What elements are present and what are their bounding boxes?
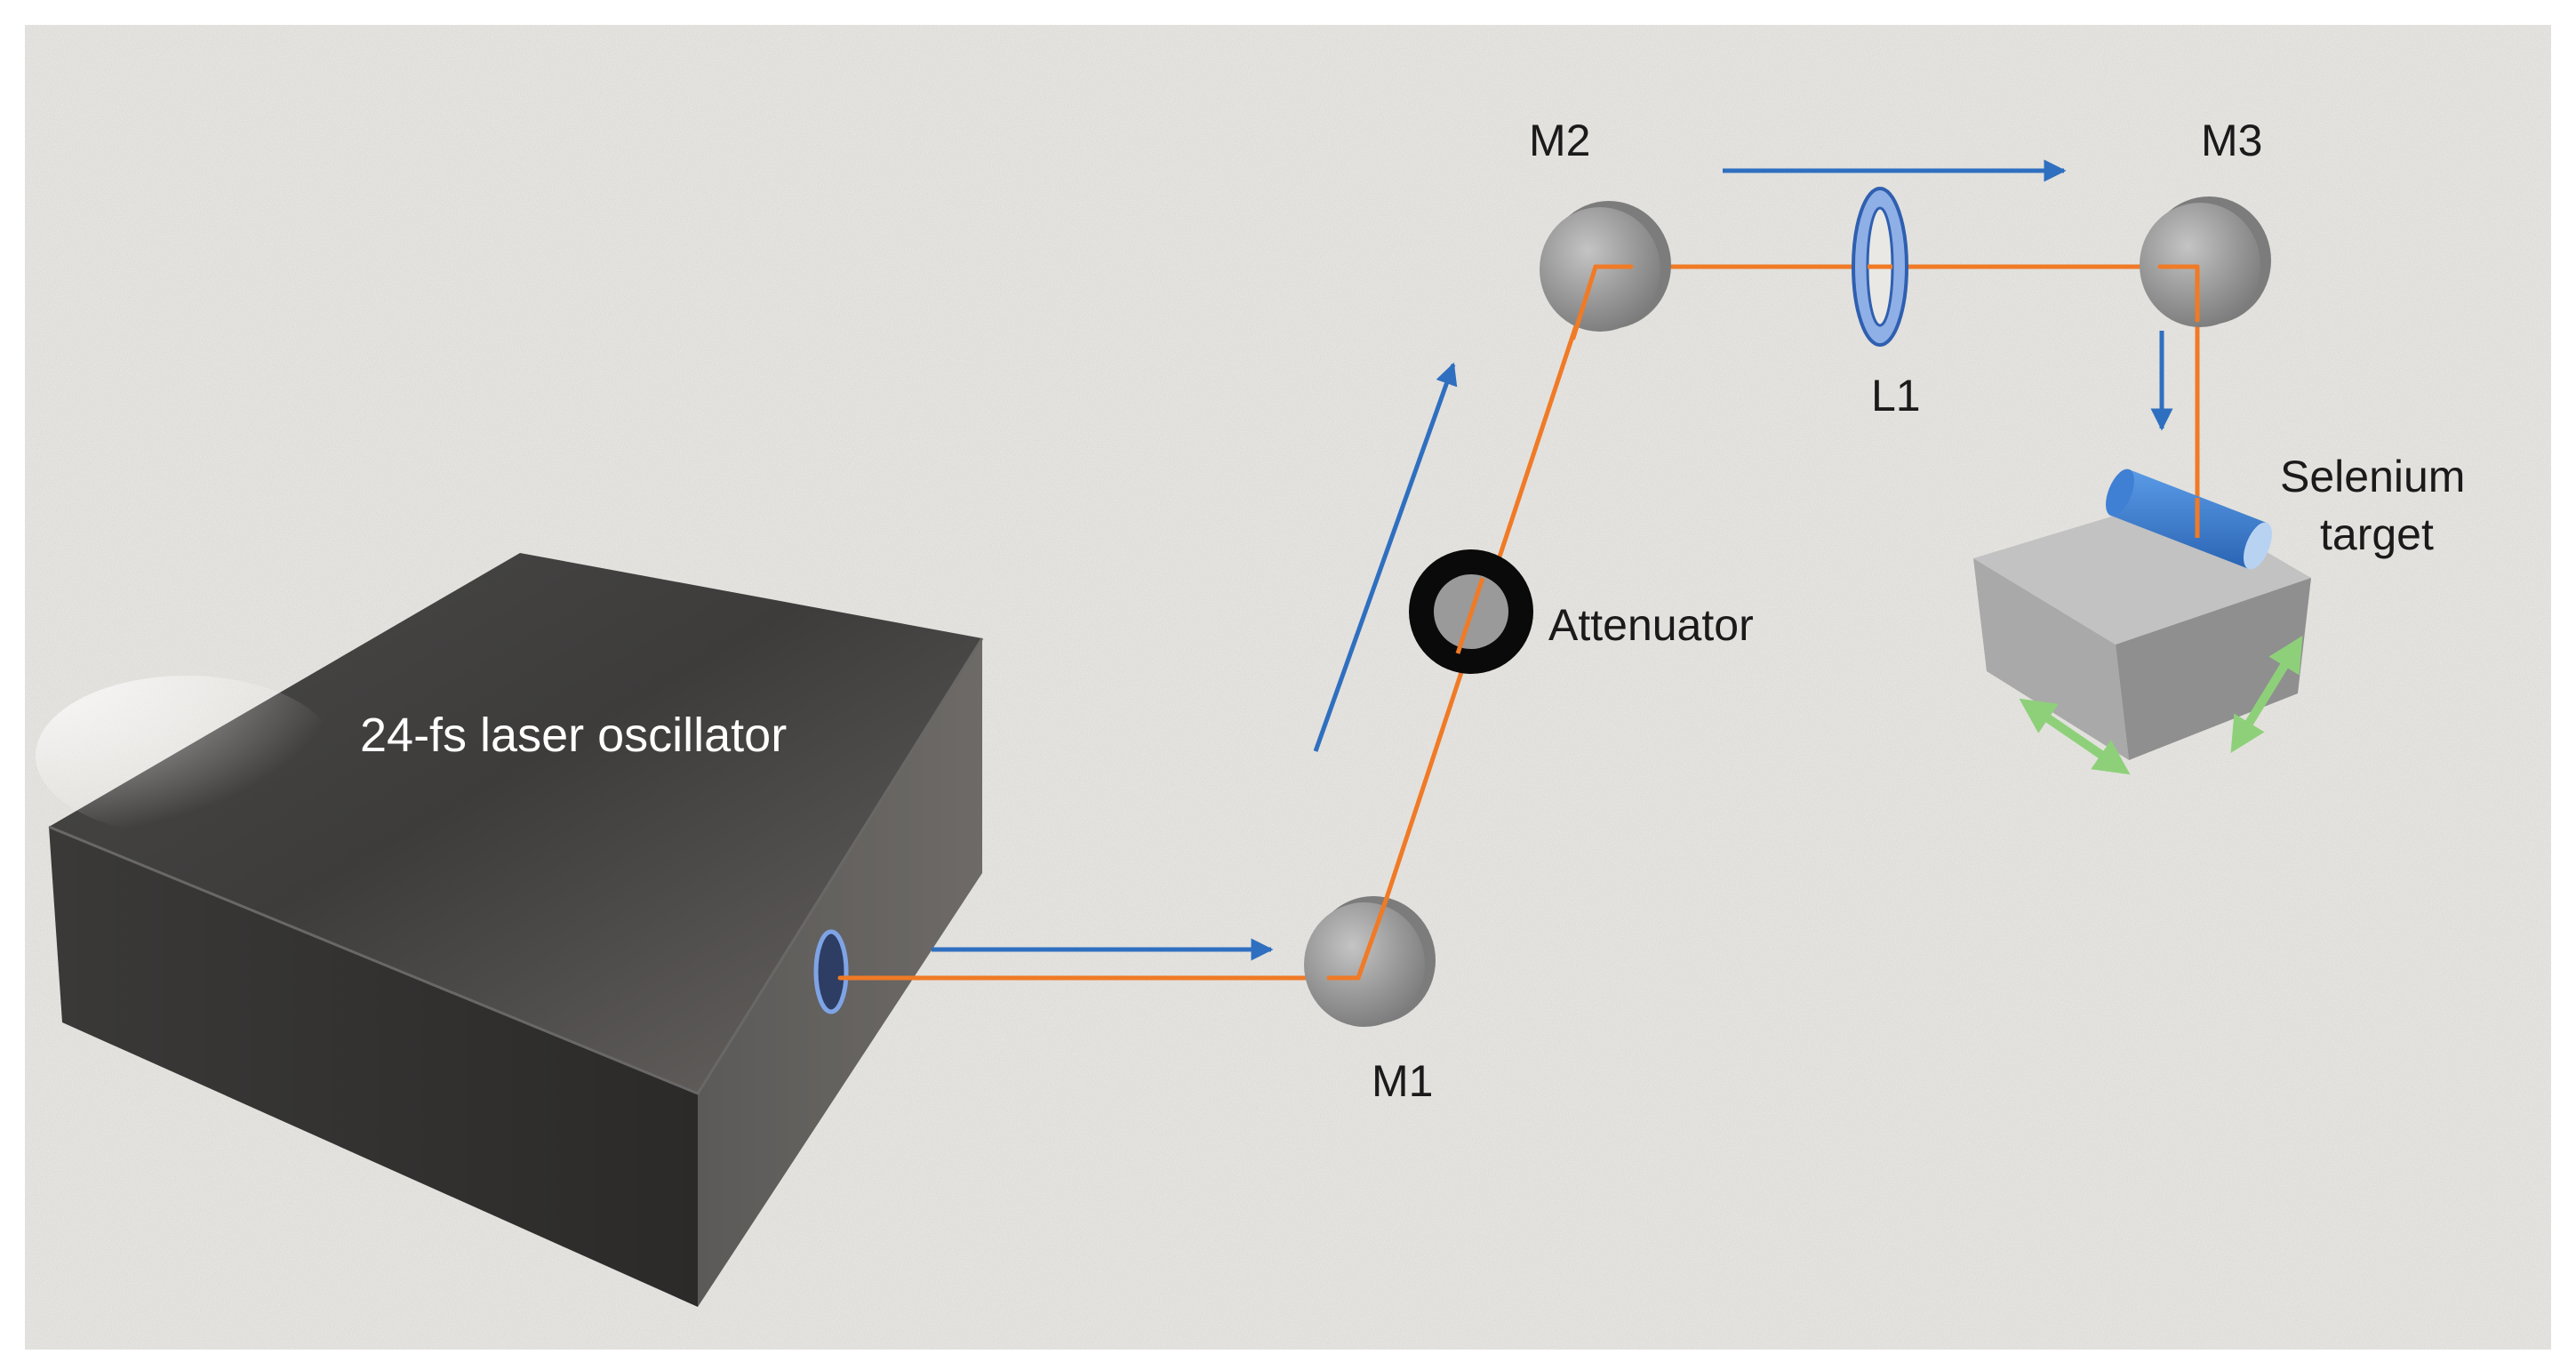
attenuator-label: Attenuator (1548, 600, 1754, 650)
stage-motion-arrows (2019, 635, 2303, 775)
laser-label: 24-fs laser oscillator (360, 709, 787, 762)
target-label: target (2320, 509, 2434, 559)
mirror-m3 (2140, 196, 2271, 327)
beam-on-mirrors (1326, 264, 2200, 981)
m1-label: M1 (1372, 1056, 1433, 1106)
selenium-target-cylinder (2106, 469, 2272, 570)
laser-output-aperture (813, 929, 849, 1014)
laser-oscillator-box (36, 553, 984, 1307)
selenium-label: Selenium (2280, 452, 2465, 501)
stage-motion-arrow-y (2230, 635, 2303, 754)
m2-label: M2 (1529, 116, 1590, 165)
lens-l1 (1852, 187, 1908, 347)
attenuator-element (1409, 549, 1533, 674)
arrow-to-m2 (1313, 362, 1458, 752)
beam-direction-arrows (932, 159, 2173, 961)
m3-label: M3 (2201, 116, 2262, 165)
l1-label: L1 (1871, 371, 1921, 421)
stage-motion-arrow-x (2019, 698, 2131, 775)
